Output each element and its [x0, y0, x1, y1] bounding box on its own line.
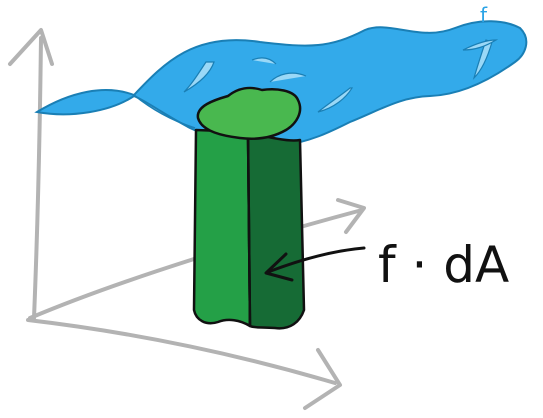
surface-fold — [133, 94, 196, 129]
z-axis-line — [28, 208, 364, 320]
surface-shape — [34, 20, 528, 148]
arrow-right-icon — [303, 348, 342, 410]
column-left-face — [192, 128, 252, 328]
arrow-pointer-icon — [264, 246, 366, 282]
column-right-face — [246, 130, 306, 330]
arrow-up-icon — [8, 28, 54, 66]
x-axis-line — [26, 318, 337, 385]
product-label: f · dA — [378, 236, 509, 294]
column-edge — [246, 133, 252, 327]
y-axis-line — [32, 36, 43, 320]
surface-f — [34, 20, 528, 148]
coordinate-axes — [8, 28, 366, 410]
arrow-diagonal-icon — [336, 198, 366, 234]
area-patch-da — [196, 86, 302, 140]
surface-highlights — [183, 39, 499, 113]
volume-column — [192, 128, 306, 330]
surface-label: f — [480, 3, 488, 27]
